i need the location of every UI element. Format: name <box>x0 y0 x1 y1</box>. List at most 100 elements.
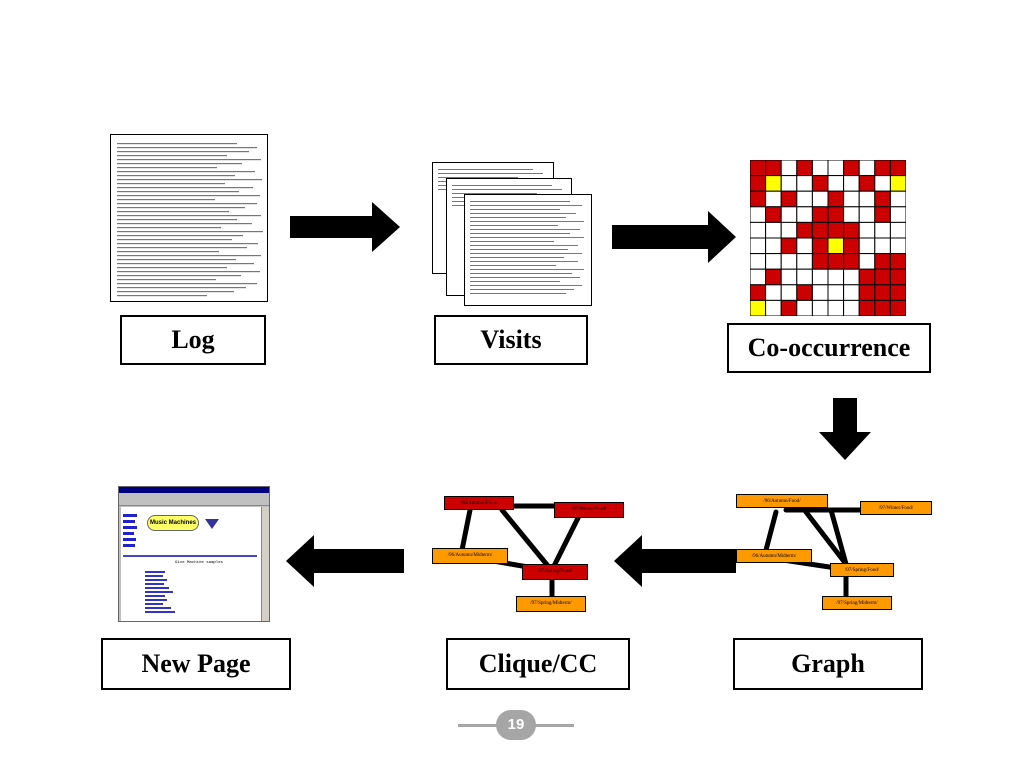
matrix-cell <box>780 268 798 286</box>
matrix-cell <box>843 299 860 317</box>
graph-label: Graph <box>733 638 923 690</box>
matrix-cell <box>780 175 798 192</box>
arrow-log-to-visits <box>290 202 400 252</box>
browser-scrollbar <box>261 507 269 621</box>
matrix-cell <box>796 253 813 270</box>
matrix-cell <box>749 206 767 223</box>
matrix-cell <box>858 237 876 255</box>
matrix-cell <box>874 206 891 223</box>
clique-diagram: /96/Autumn/Food/ /97/Winter/Food/ /96/Au… <box>430 492 630 622</box>
graph-edges <box>753 507 869 605</box>
cooccurrence-label: Co-occurrence <box>727 323 931 373</box>
matrix-cell <box>765 253 782 270</box>
matrix-cell <box>780 206 798 223</box>
matrix-cell <box>749 268 767 286</box>
matrix-cell <box>827 299 845 317</box>
matrix-cell <box>765 206 782 223</box>
matrix-cell <box>843 221 860 239</box>
matrix-cell <box>858 253 876 270</box>
clique-node-96-autumn-midterm: /96/Autumn/Midterm/ <box>432 548 508 564</box>
matrix-cell <box>827 190 845 208</box>
matrix-cell <box>811 159 829 177</box>
clique-node-97-winter-food: /97/Winter/Food/ <box>554 502 624 518</box>
matrix-cell <box>780 190 798 208</box>
matrix-cell <box>765 237 782 255</box>
matrix-cell <box>749 175 767 192</box>
matrix-cell <box>843 159 860 177</box>
matrix-cell <box>889 268 907 286</box>
matrix-cell <box>889 159 907 177</box>
clique-label: Clique/CC <box>446 638 630 690</box>
matrix-cell <box>796 237 813 255</box>
visit-text-lines-3 <box>470 201 584 294</box>
matrix-cell <box>811 268 829 286</box>
matrix-cell <box>765 175 782 192</box>
arrow-cooccurrence-to-graph <box>819 398 871 460</box>
matrix-cell <box>827 175 845 192</box>
matrix-cell <box>749 237 767 255</box>
matrix-cell <box>749 253 767 270</box>
matrix-cell <box>749 284 767 301</box>
matrix-cell <box>765 159 782 177</box>
matrix-cell <box>874 190 891 208</box>
matrix-cell <box>765 284 782 301</box>
matrix-cell <box>796 299 813 317</box>
matrix-cell <box>889 237 907 255</box>
matrix-cell <box>765 221 782 239</box>
matrix-cell <box>827 237 845 255</box>
browser-link-bar <box>123 555 257 557</box>
matrix-cell <box>858 159 876 177</box>
browser-toolbar <box>119 493 269 506</box>
graph-node-97-spring-midterm: /97/Spring/Midterm/ <box>822 596 892 610</box>
browser-title-bar <box>119 487 269 493</box>
matrix-cell <box>874 268 891 286</box>
banner-icon <box>205 519 219 529</box>
matrix-cell <box>827 253 845 270</box>
matrix-cell <box>796 190 813 208</box>
matrix-cell <box>780 159 798 177</box>
matrix-cell <box>796 268 813 286</box>
matrix-cell <box>858 175 876 192</box>
matrix-cell <box>827 206 845 223</box>
log-text-lines <box>117 143 263 297</box>
graph-node-97-winter-food: /97/Winter/Food/ <box>860 501 932 515</box>
clique-node-97-spring-midterm: /97/Spring/Midterm/ <box>516 596 586 612</box>
matrix-cell <box>811 175 829 192</box>
browser-page-title: Give Machine samples <box>175 561 224 565</box>
matrix-cell <box>749 159 767 177</box>
matrix-cell <box>780 253 798 270</box>
pager-pill <box>496 710 536 740</box>
matrix-cell <box>749 221 767 239</box>
matrix-cell <box>843 284 860 301</box>
matrix-cell <box>749 190 767 208</box>
log-label: Log <box>120 315 266 365</box>
matrix-cell <box>765 268 782 286</box>
matrix-cell <box>874 284 891 301</box>
matrix-cell <box>780 299 798 317</box>
graph-node-96-autumn-midterm: /96/Autumn/Midterm/ <box>736 549 812 563</box>
matrix-cell <box>796 206 813 223</box>
graph-diagram: /96/Autumn/Food/ /97/Winter/Food/ /96/Au… <box>736 492 936 622</box>
matrix-cell <box>765 299 782 317</box>
arrow-visits-to-cooccurrence <box>612 211 736 263</box>
matrix-cell <box>827 159 845 177</box>
page-number: 19 <box>507 716 525 733</box>
matrix-cell <box>811 237 829 255</box>
browser-window: Music Machines Give Machine samples <box>118 486 270 622</box>
new-page-label: New Page <box>101 638 291 690</box>
matrix-cell <box>827 221 845 239</box>
matrix-grid <box>749 159 907 317</box>
visit-document-3 <box>464 194 592 306</box>
matrix-cell <box>874 299 891 317</box>
matrix-cell <box>858 190 876 208</box>
matrix-cell <box>780 284 798 301</box>
matrix-cell <box>843 175 860 192</box>
matrix-cell <box>889 284 907 301</box>
matrix-cell <box>765 190 782 208</box>
matrix-cell <box>874 253 891 270</box>
matrix-cell <box>874 237 891 255</box>
clique-node-97-spring-food: /97/Spring/Food/ <box>522 564 588 580</box>
matrix-cell <box>780 237 798 255</box>
matrix-cell <box>874 175 891 192</box>
matrix-cell <box>796 284 813 301</box>
